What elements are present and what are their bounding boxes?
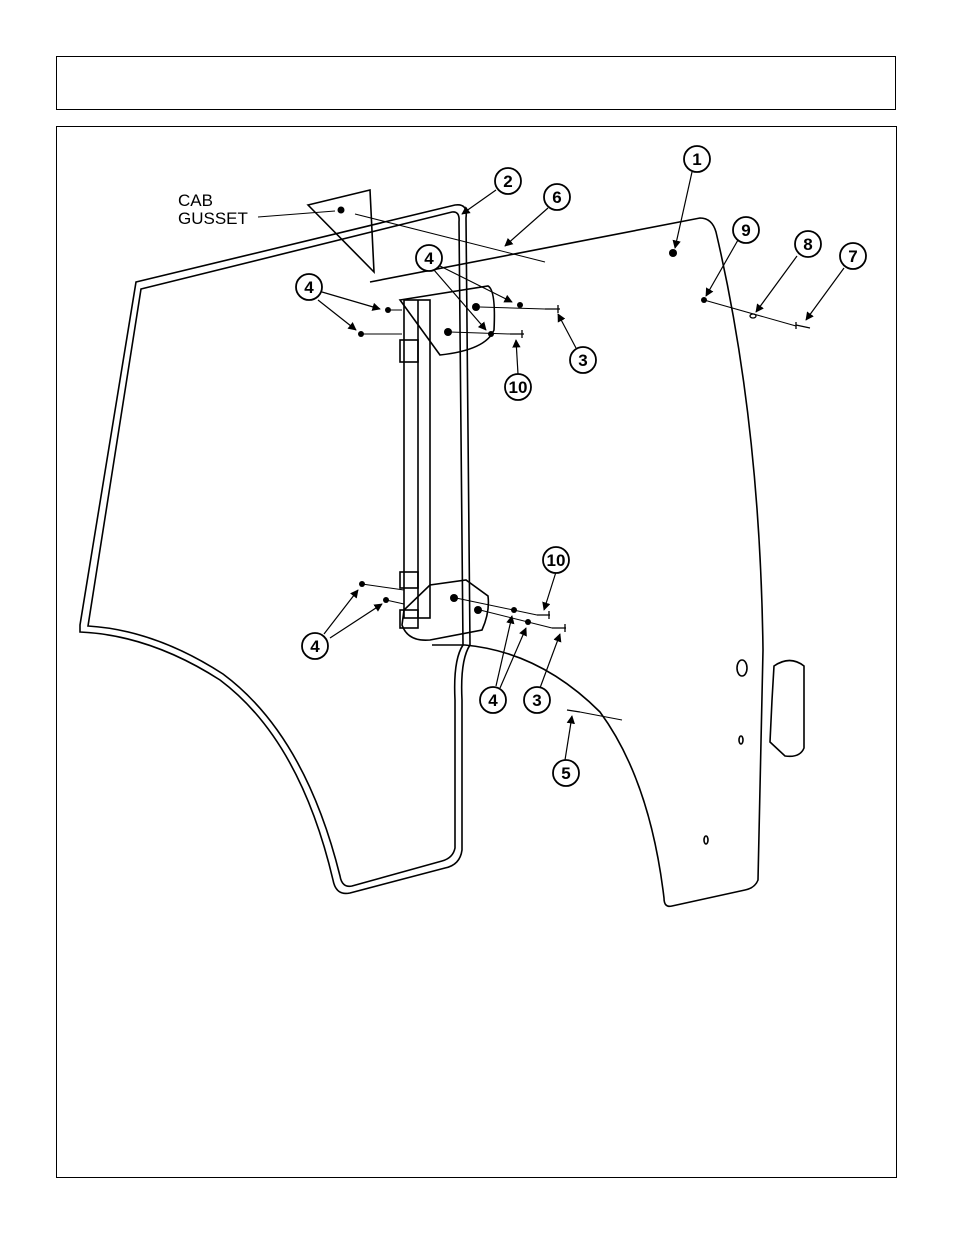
callout-10b-number: 10 [547,551,566,570]
callout-4b-number: 4 [424,249,434,268]
leader-1 [675,172,692,248]
callout-1-number: 1 [692,150,701,169]
axis-right-hw [704,300,796,326]
screw-5 [567,710,580,712]
callout-7-number: 7 [848,247,857,266]
axis-lower-left-2 [386,600,404,604]
axis-hinge-top [480,307,545,309]
callout-5-number: 5 [561,764,570,783]
callout-8: 8 [795,231,821,257]
cab-gusset-shape [308,190,374,272]
leader-9 [706,240,738,296]
leader-4c-2 [330,604,382,638]
glass-dot [669,249,677,257]
callout-10b: 10 [543,547,569,573]
callout-6-number: 6 [552,188,561,207]
callout-9-number: 9 [741,221,750,240]
handle-hole [737,660,747,676]
leader-6 [505,208,548,246]
leader-3a [558,314,576,348]
axis-lower-right-2 [480,610,552,628]
screw-3-upper [545,305,560,313]
cab-gusset-label-line1: CAB [178,191,213,210]
axis-hinge-top-2 [450,332,510,334]
callout-1: 1 [684,146,710,172]
leader-4a-2 [318,300,356,330]
leader-3b [540,634,560,688]
screw-10-lower [537,611,550,619]
callout-10a: 10 [505,374,531,400]
callout-3b-number: 3 [532,691,541,710]
callout-7: 7 [840,243,866,269]
leader-4d-2 [500,628,526,688]
leader-10b [544,572,556,610]
cab-gusset-label-line2: GUSSET [178,209,248,228]
callout-2-number: 2 [503,172,512,191]
callout-6: 6 [544,184,570,210]
upper-hinge-knuckle [400,340,418,362]
callout-4d-number: 4 [488,691,498,710]
nut-upper-3 [517,302,523,308]
door-seal-inner [88,212,463,886]
small-hole [704,836,708,844]
lower-hole [739,736,743,744]
leader-5 [565,716,572,760]
screw-10-upper [510,330,524,338]
upper-hinge-plate [400,286,494,355]
callout-5: 5 [553,760,579,786]
callout-4a: 4 [296,274,322,300]
screw-7 [796,322,810,329]
leader-4c-1 [324,590,358,634]
leader-4a-1 [322,292,380,309]
callout-3a-number: 3 [578,351,587,370]
bolt-head-upper [472,303,480,311]
callout-3b: 3 [524,687,550,713]
gusset-label-leader [258,211,335,217]
callout-4c-number: 4 [310,637,320,656]
axis-lower-right [456,598,537,615]
leader-7 [806,268,844,320]
lower-hinge-knuckle [400,572,418,588]
hinge-bar [404,300,430,618]
callout-2: 2 [495,168,521,194]
screw-3-lower [552,624,566,632]
leader-2 [462,190,496,214]
callout-4c: 4 [302,633,328,659]
callout-4d: 4 [480,687,506,713]
callout-3a: 3 [570,347,596,373]
leader-10a [516,340,518,374]
leader-4b-1 [440,266,512,302]
callout-8-number: 8 [803,235,812,254]
door-handle [770,661,804,757]
callout-9: 9 [733,217,759,243]
axis-lower-left [362,584,404,590]
callout-10a-number: 10 [509,378,528,397]
nut-upper-4 [488,331,494,337]
callout-4b: 4 [416,245,442,271]
axis-gusset [355,214,545,262]
callout-4a-number: 4 [304,278,314,297]
leader-8 [756,256,797,312]
gusset-dot [338,207,345,214]
